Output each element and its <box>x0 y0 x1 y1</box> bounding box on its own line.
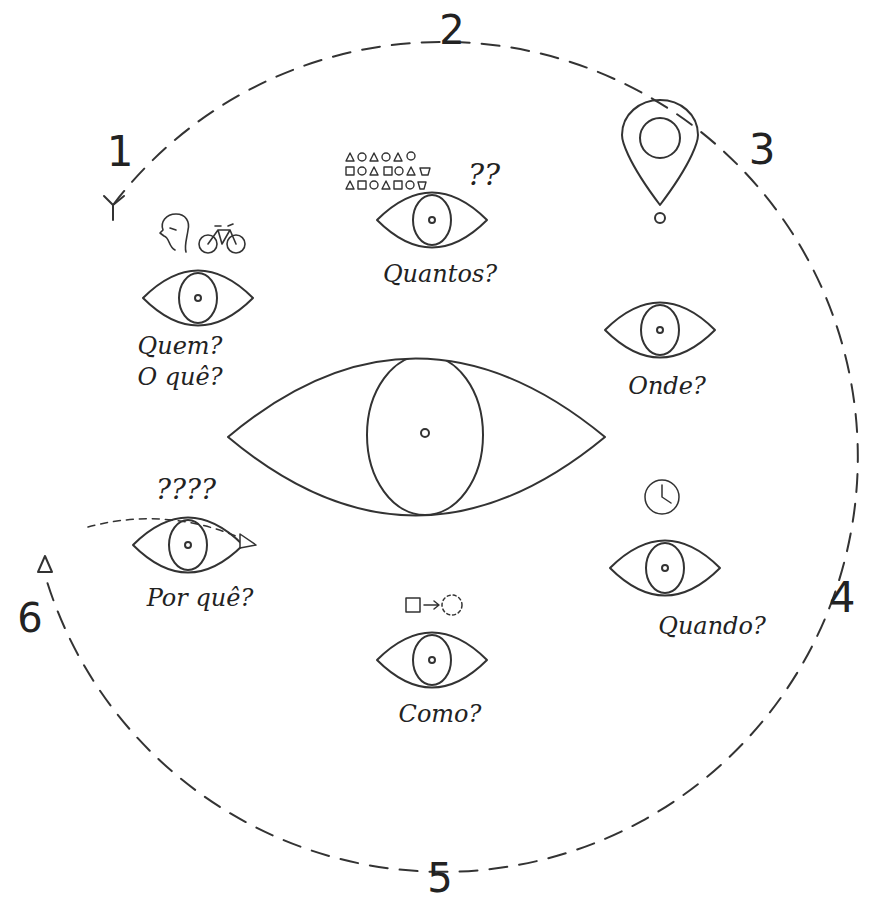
arc-arrowhead <box>38 556 52 572</box>
question-label: Por quê? <box>147 585 254 611</box>
how-many-eye <box>377 193 487 248</box>
callout-number: 6 <box>17 596 42 640</box>
callout-number: 3 <box>749 127 776 173</box>
head-bicycle-icon <box>160 214 245 253</box>
shape-collection-icon <box>346 152 430 189</box>
question-label: Quantos? <box>383 261 497 287</box>
callout-number: 4 <box>829 575 856 621</box>
question-marks: ???? <box>156 475 216 506</box>
question-label: Quando? <box>658 613 766 639</box>
clock-icon <box>645 480 679 514</box>
why-eye <box>133 518 243 573</box>
when-eye <box>610 541 720 596</box>
transform-icon <box>406 595 462 615</box>
question-label: O quê? <box>137 364 222 390</box>
question-label: Onde? <box>628 373 706 399</box>
dashed-arrow <box>88 519 256 548</box>
question-marks: ?? <box>468 158 500 191</box>
how-eye <box>377 633 487 688</box>
question-label: Como? <box>399 701 482 727</box>
callout-number: 5 <box>427 856 452 900</box>
central-eye <box>228 355 605 516</box>
callout-number: 2 <box>439 8 464 52</box>
location-pin-icon <box>622 100 698 223</box>
cycle-arc <box>45 42 858 872</box>
question-label: Quem? <box>138 333 223 359</box>
callout-number: 1 <box>107 129 134 175</box>
where-eye <box>605 303 715 358</box>
arc-start-tick <box>104 196 124 220</box>
who-eye <box>143 271 253 326</box>
